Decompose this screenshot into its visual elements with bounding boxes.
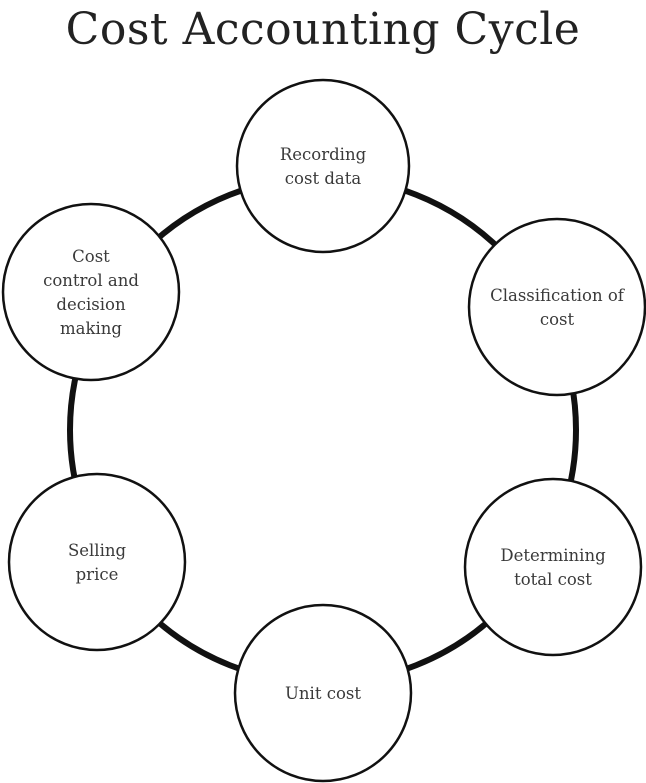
node-label: Classification of — [490, 286, 626, 305]
node-circle — [233, 603, 413, 783]
node-total-cost: Determining total cost — [463, 477, 643, 657]
node-circle — [7, 472, 187, 652]
node-classification: Classification of cost — [467, 217, 646, 397]
node-label: decision — [56, 295, 126, 314]
node-label: Determining — [500, 546, 606, 565]
node-label: making — [60, 319, 122, 338]
node-unit-cost: Unit cost — [233, 603, 413, 783]
node-label: cost — [540, 310, 575, 329]
node-cost-control: Cost control and decision making — [1, 202, 181, 382]
node-label: price — [76, 565, 119, 584]
node-label: total cost — [514, 570, 592, 589]
node-circle — [463, 477, 643, 657]
node-label: control and — [43, 271, 139, 290]
node-circle — [235, 78, 411, 254]
node-label: Unit cost — [285, 684, 361, 703]
node-recording: Recording cost data — [235, 78, 411, 254]
node-circle — [1, 202, 181, 382]
node-circle — [467, 217, 646, 397]
node-label: Selling — [68, 541, 127, 560]
node-selling-price: Selling price — [7, 472, 187, 652]
node-label: cost data — [285, 169, 362, 188]
node-label: Recording — [280, 145, 367, 164]
node-label: Cost — [72, 247, 110, 266]
diagram-title: Cost Accounting Cycle — [65, 4, 581, 55]
